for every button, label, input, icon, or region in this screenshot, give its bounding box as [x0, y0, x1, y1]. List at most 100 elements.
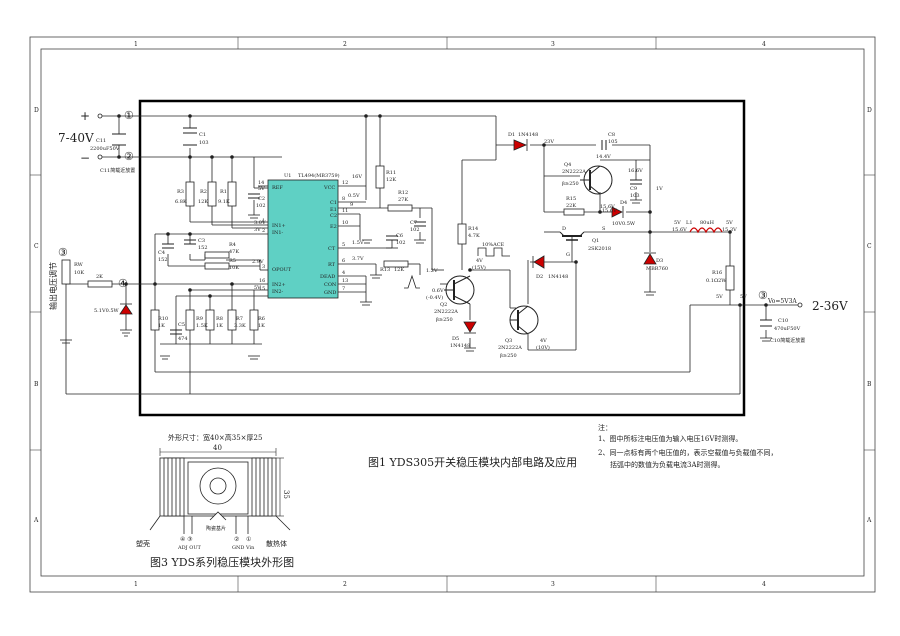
value-r5: 10K: [229, 265, 239, 271]
v-d1-out: 23V: [544, 139, 554, 145]
notes-line-2: 2、同一点标有两个电压值的，表示空载值与负载值不同，: [598, 448, 777, 457]
input-terminals: [97, 113, 803, 308]
fig3-heatsink: 散热体: [266, 539, 287, 548]
label-r13: R13: [380, 267, 390, 273]
value-c7: 102: [410, 227, 420, 233]
value-r12: 27K: [398, 197, 408, 203]
ic-u1-body: [267, 179, 339, 299]
fig3-adj-nums: ④ ③: [180, 536, 193, 543]
label-c7: C7: [410, 220, 417, 226]
value-c9: 103: [630, 193, 640, 199]
grounds: [60, 199, 772, 360]
resistors: [61, 165, 735, 331]
grid-col-3-top: 3: [551, 41, 555, 48]
ic-pin-e2: E2: [330, 224, 337, 230]
fig3-vin: Vin: [245, 545, 255, 551]
resistor-r6: [249, 309, 259, 331]
ic-pin-ref: REF: [272, 185, 283, 191]
v-q3-c: 4V: [540, 338, 547, 344]
fig3-dims: 外形尺寸：宽40×高35×厚25: [168, 433, 262, 442]
fig3-gnd-num: ②: [234, 536, 239, 543]
label-c1: C1: [199, 132, 206, 138]
label-c2: C2: [258, 196, 265, 202]
ic-v-vcc: 16V: [352, 174, 362, 180]
v-l1-out: 5V: [726, 220, 733, 226]
io-labels: 7-40V + − ① ② C11 2200uF50V C11简载近放置 2-3…: [58, 109, 848, 344]
adjust-title: 输出电压调节: [48, 262, 58, 310]
grid-row-a-left: A: [33, 517, 39, 524]
v-l1-in: 5V: [674, 220, 681, 226]
mosfet-q1: [559, 231, 585, 241]
grid-col-4-top: 4: [762, 41, 766, 48]
ic-v-ref: 5V: [258, 186, 265, 192]
ic-v-op: 2.9V: [252, 259, 264, 265]
ic-v-in1n: 3V: [254, 227, 261, 233]
ic-pin-rt: RT: [328, 262, 336, 268]
ic-pin-vcc: VCC: [323, 185, 335, 191]
ic-pinnum-3: 3: [262, 264, 265, 270]
node-2: ②: [124, 150, 134, 163]
ic-pinnum-13: 13: [342, 278, 348, 284]
grid-col-3-bottom: 3: [551, 581, 555, 588]
notes-title: 注：: [598, 423, 612, 432]
resistor-r9: [185, 309, 195, 331]
value-r13: 12K: [394, 267, 404, 273]
fig3-ceramic: 陶瓷基片: [206, 525, 226, 532]
ic-pin-in1n: IN1-: [272, 230, 284, 236]
wave-label: 10%ACE: [482, 242, 505, 248]
label-g: G: [566, 252, 570, 258]
label-q3: Q3: [505, 338, 512, 344]
ic-pin-gnd: GND: [324, 290, 336, 296]
label-c6: C6: [396, 233, 403, 239]
value-d4: 10V0.5W: [612, 221, 636, 227]
resistor-r3: [185, 181, 195, 207]
inductor-l1: [689, 227, 723, 234]
resistor-r8: [205, 309, 215, 331]
rw-name: RW: [74, 262, 84, 268]
label-d1: D1: [508, 132, 515, 138]
wires: [65, 115, 800, 395]
label-q1: Q1: [592, 238, 599, 244]
ic-pinnum-4: 4: [342, 270, 345, 276]
value-c1: 103: [199, 140, 209, 146]
ic-pinnum-6: 6: [342, 258, 345, 264]
ic-pin-e1: E1: [330, 207, 337, 213]
label-d2: D2: [536, 274, 543, 280]
grid-col-2-bottom: 2: [343, 581, 347, 588]
grid-col-1-bottom: 1: [134, 581, 138, 588]
output-v: 5V: [740, 294, 747, 300]
ic-pin-in2n: IN2-: [272, 289, 284, 295]
resistor-r16: [725, 265, 735, 291]
input-cap-name: C11: [96, 138, 106, 144]
value-r4: 47K: [229, 249, 239, 255]
grid-row-d-left: D: [34, 107, 39, 114]
value-c6: 102: [396, 240, 406, 246]
ic-pin-ct: CT: [328, 246, 336, 252]
ic-name: U1: [284, 173, 291, 179]
label-c4: C4: [158, 250, 165, 256]
r-2k: 2K: [96, 274, 103, 280]
output-cap-value: 470uF50V: [774, 326, 801, 332]
zener-d4: [611, 206, 623, 218]
ic-pin-c1: C1: [330, 200, 337, 206]
node-1: ①: [124, 109, 134, 122]
fig3-dimension-lines: [159, 448, 284, 517]
grid-col-1-top: 1: [134, 41, 138, 48]
value-q3: 2N2222A: [498, 345, 522, 351]
value-r8: 1K: [216, 323, 223, 329]
beta-q3: β≥250: [500, 353, 517, 359]
value-r15: 22K: [566, 203, 576, 209]
value-c2: 102: [256, 203, 266, 209]
value-d5: 1N4148: [450, 343, 470, 349]
output-cap-name: C10: [778, 318, 788, 324]
resistor-r5: [204, 262, 230, 270]
fig3-adj-out: ADJ OUT: [177, 545, 202, 551]
ic-pinnum-5: 5: [342, 242, 345, 248]
label-r8: R8: [216, 316, 223, 322]
ic-pin-dead: DEAD: [320, 274, 335, 280]
ic-pinnum-14: 14: [258, 180, 264, 186]
label-r16: R16: [712, 270, 722, 276]
ic-pin-con: CON: [324, 282, 337, 288]
label-r14: R14: [468, 226, 478, 232]
ic-pin-opout: OPOUT: [272, 267, 292, 273]
